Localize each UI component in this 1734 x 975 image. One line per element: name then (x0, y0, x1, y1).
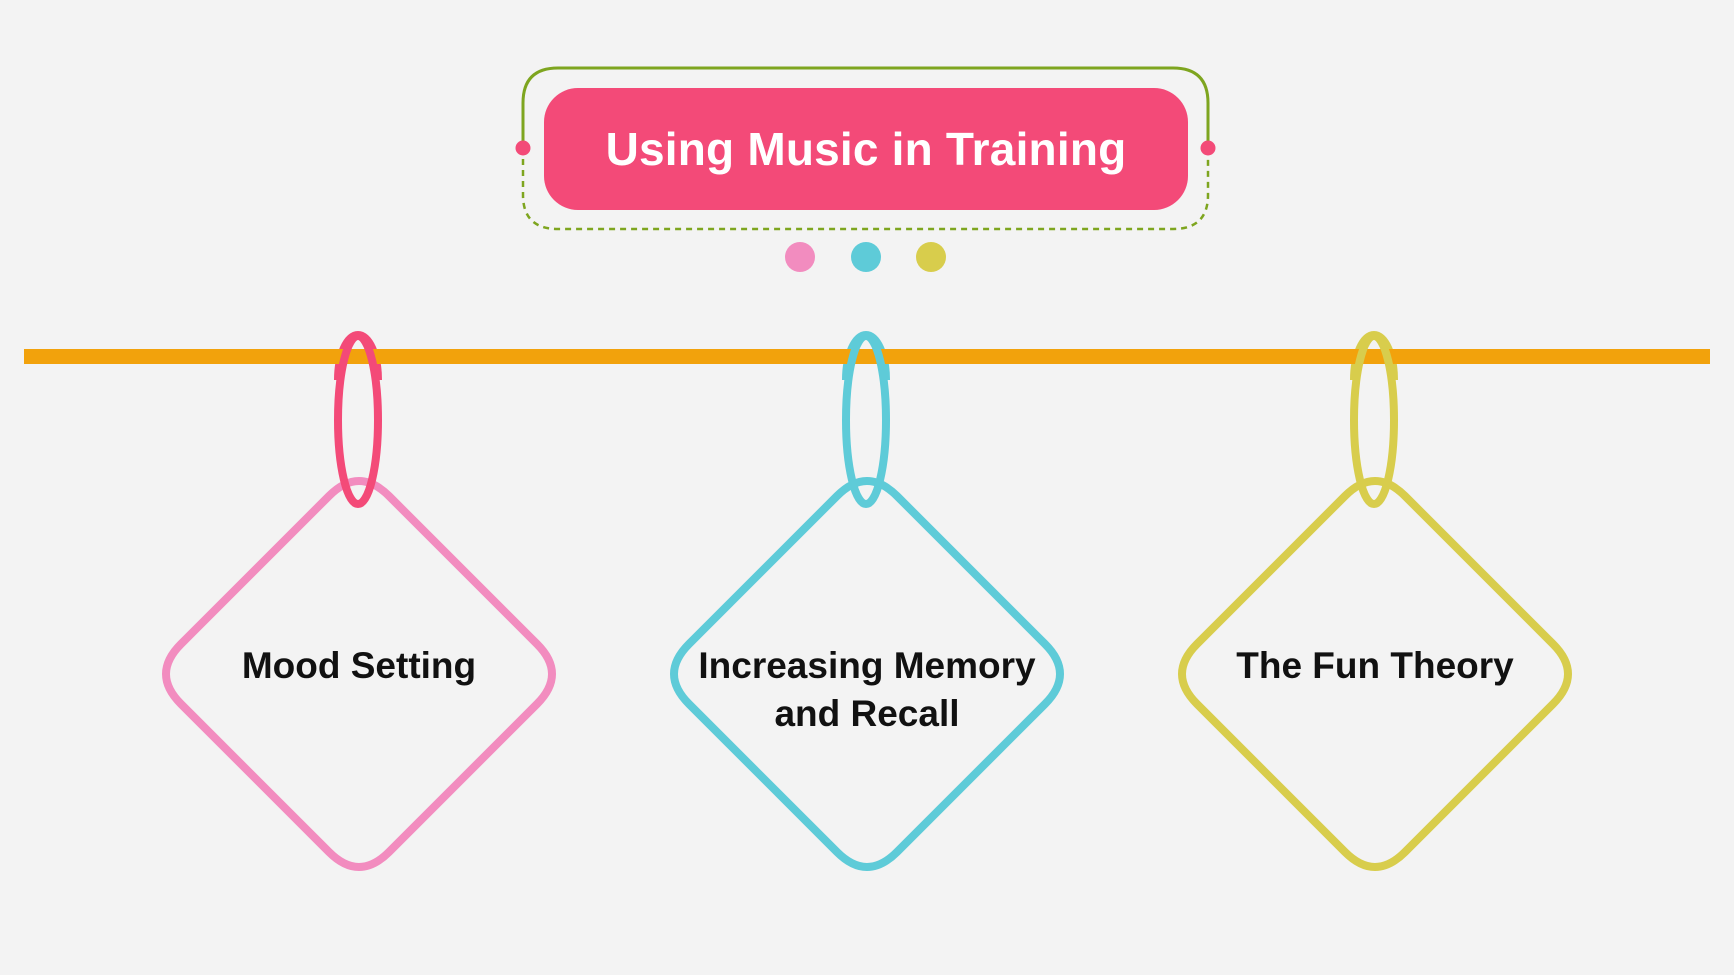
tag-label-mood-setting: Mood Setting (241, 645, 477, 686)
page-title: Using Music in Training (605, 123, 1127, 175)
dot-cyan (851, 242, 881, 272)
dot-pink (785, 242, 815, 272)
bracket-dot-right (1200, 140, 1216, 156)
dot-yellow (916, 242, 946, 272)
title-bracket-top (521, 66, 1210, 148)
hanging-rail (24, 349, 1710, 364)
ring-3 (1350, 332, 1398, 508)
tag-diamond-3 (1178, 477, 1572, 871)
ring-front-1 (338, 380, 378, 465)
tag-diamond-1 (162, 477, 556, 871)
title-bracket-bottom (521, 148, 1210, 231)
ring-1 (334, 332, 382, 508)
tag-diamond-2 (670, 477, 1064, 871)
ring-2 (842, 332, 890, 508)
tag-label-fun-theory: The Fun Theory (1236, 645, 1514, 686)
tag-diamonds (162, 477, 1572, 871)
bracket-dot-left (515, 140, 531, 156)
title-banner: Using Music in Training (544, 88, 1188, 210)
ring-fronts (334, 332, 1398, 508)
tag-label-memory-recall: Increasing Memory and Recall (698, 645, 1036, 734)
